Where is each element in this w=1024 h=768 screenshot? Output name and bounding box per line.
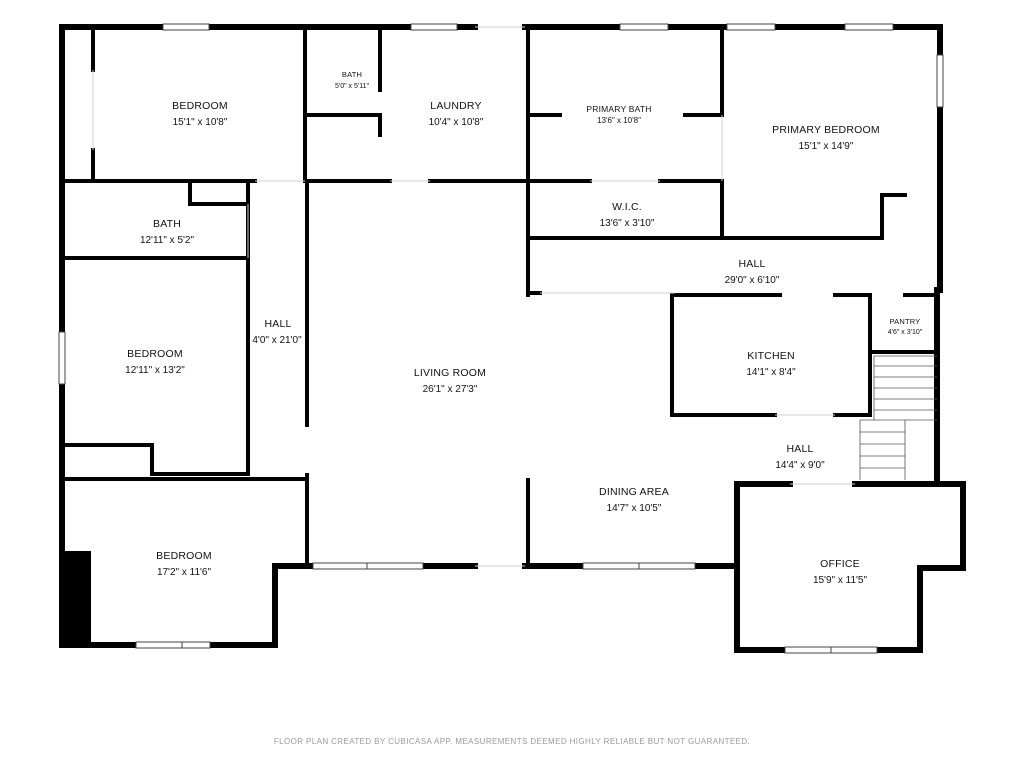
- room-name-laundry: LAUNDRY: [430, 100, 481, 112]
- room-name-living-room: LIVING ROOM: [414, 367, 486, 379]
- room-name-bedroom-w: BEDROOM: [127, 348, 183, 360]
- staircase: [859, 355, 937, 480]
- room-name-kitchen: KITCHEN: [747, 350, 795, 362]
- room-name-bath-west: BATH: [153, 218, 181, 230]
- room-labels: BEDROOM 15'1" x 10'8" BATH 5'0" x 5'11" …: [125, 70, 923, 586]
- room-name-bath-small: BATH: [342, 70, 362, 79]
- room-dims-bedroom-sw: 17'2" x 11'6": [157, 567, 212, 578]
- room-name-bedroom-sw: BEDROOM: [156, 550, 212, 562]
- window: [162, 23, 210, 31]
- window: [844, 23, 894, 31]
- room-name-primary-bedroom: PRIMARY BEDROOM: [772, 124, 880, 136]
- room-dims-kitchen: 14'1" x 8'4": [746, 367, 796, 378]
- room-dims-hall-west: 4'0" x 21'0": [252, 335, 302, 346]
- room-name-office: OFFICE: [820, 558, 860, 570]
- room-dims-wic: 13'6" x 3'10": [600, 218, 655, 229]
- room-dims-office: 15'9" x 11'5": [813, 575, 868, 586]
- room-name-wic: W.I.C.: [612, 201, 642, 213]
- room-dims-bath-west: 12'11" x 5'2": [140, 235, 195, 246]
- room-dims-bath-small: 5'0" x 5'11": [335, 83, 369, 90]
- room-dims-primary-bedroom: 15'1" x 14'9": [799, 141, 854, 152]
- room-name-dining-area: DINING AREA: [599, 486, 669, 498]
- room-name-bedroom-nw: BEDROOM: [172, 100, 228, 112]
- room-name-hall-west: HALL: [264, 318, 291, 330]
- window: [726, 23, 776, 31]
- room-dims-pantry: 4'6" x 3'10": [888, 329, 923, 336]
- window: [366, 562, 424, 570]
- window: [135, 641, 183, 649]
- window: [410, 23, 458, 31]
- room-dims-living-room: 26'1" x 27'3": [423, 384, 478, 395]
- room-dims-laundry: 10'4" x 10'8": [429, 117, 484, 128]
- window: [312, 562, 368, 570]
- office-walls: [734, 481, 966, 653]
- room-dims-hall-south: 14'4" x 9'0": [775, 460, 825, 471]
- window: [936, 54, 944, 108]
- window: [58, 331, 66, 385]
- room-name-hall-east: HALL: [738, 258, 765, 270]
- windows: [58, 23, 944, 654]
- room-dims-dining-area: 14'7" x 10'5": [607, 503, 662, 514]
- room-name-primary-bath: PRIMARY BATH: [586, 104, 651, 114]
- west-wall: [59, 24, 310, 648]
- window: [582, 562, 640, 570]
- room-name-hall-south: HALL: [786, 443, 813, 455]
- door-openings: [92, 26, 855, 567]
- sw-column: [62, 551, 91, 645]
- room-name-pantry: PANTRY: [890, 317, 921, 326]
- window: [619, 23, 669, 31]
- top-wall-east: [522, 24, 943, 293]
- window: [830, 646, 878, 654]
- footer-disclaimer: FLOOR PLAN CREATED BY CUBICASA APP. MEAS…: [273, 737, 751, 746]
- window: [181, 641, 211, 649]
- room-dims-bedroom-w: 12'11" x 13'2": [125, 365, 185, 376]
- window: [638, 562, 696, 570]
- room-dims-primary-bath: 13'6" x 10'8": [597, 116, 641, 125]
- room-dims-bedroom-nw: 15'1" x 10'8": [173, 117, 228, 128]
- room-dims-hall-east: 29'0" x 6'10": [725, 275, 780, 286]
- window: [784, 646, 832, 654]
